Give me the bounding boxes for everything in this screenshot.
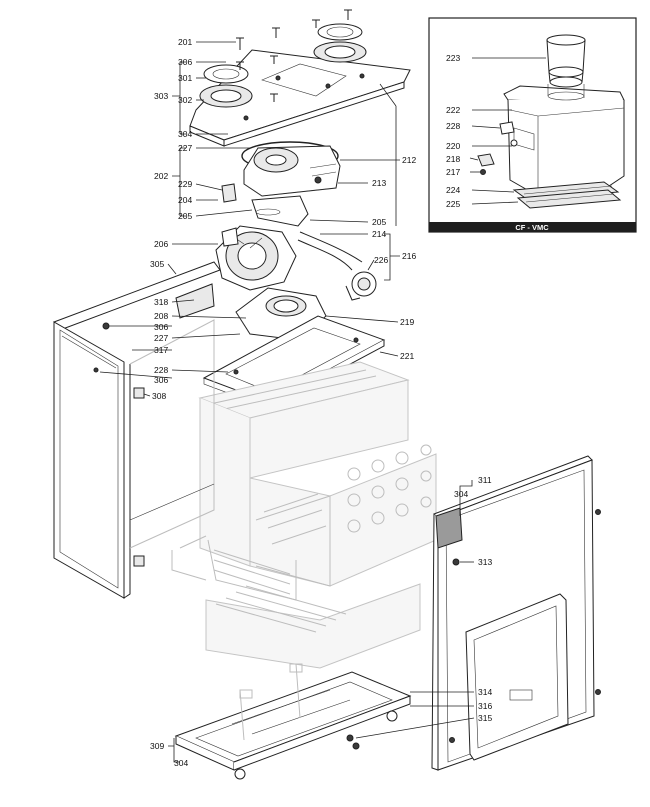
label-316: 316 — [478, 701, 492, 711]
label-206: 206 — [154, 239, 168, 249]
label-309: 309 — [150, 741, 164, 751]
label-217: 217 — [446, 167, 460, 177]
label-218: 218 — [446, 154, 460, 164]
label-304: 304 — [178, 129, 192, 139]
inset-caption-bar — [429, 222, 636, 232]
label-315: 315 — [478, 713, 492, 723]
inset-grid-224-225 — [512, 181, 622, 209]
side-panel-305 — [53, 261, 221, 599]
label-227-b: 227 — [154, 333, 168, 343]
label-304-b: 304 — [454, 489, 468, 499]
label-314: 314 — [478, 687, 492, 697]
label-311: 311 — [478, 475, 492, 485]
label-212: 212 — [402, 155, 416, 165]
flue-adapter-223 — [546, 34, 586, 88]
label-227: 227 — [178, 143, 192, 153]
label-205: 205 — [178, 211, 192, 221]
label-308: 308 — [152, 391, 166, 401]
screws-201 — [236, 9, 352, 102]
draught-hood-222 — [503, 84, 625, 197]
label-304-c: 304 — [174, 758, 188, 768]
label-313: 313 — [478, 557, 492, 567]
inset-small-parts — [477, 121, 518, 175]
label-306-c: 306 — [154, 375, 168, 385]
label-226: 226 — [374, 255, 388, 265]
label-205-b: 205 — [372, 217, 386, 227]
pressure-switch-226 — [297, 231, 377, 301]
fan-motor-206 — [215, 225, 297, 291]
label-229: 229 — [178, 179, 192, 189]
label-201: 201 — [178, 37, 192, 47]
front-panel-311 — [431, 455, 601, 771]
part-labels: 201 306 301 303 302 304 227 202 229 204 … — [150, 37, 492, 768]
label-317: 317 — [154, 345, 168, 355]
heat-exchanger-ghost — [171, 361, 437, 669]
label-306-b: 306 — [154, 322, 168, 332]
label-228-b: 228 — [446, 121, 460, 131]
flue-rings-301-302 — [199, 64, 253, 108]
label-204: 204 — [178, 195, 192, 205]
label-306: 306 — [178, 57, 192, 67]
inset-cf-vmc: CF - VMC — [428, 17, 637, 233]
label-214: 214 — [372, 229, 386, 239]
label-305: 305 — [150, 259, 164, 269]
leader-lines — [99, 41, 546, 763]
label-301: 301 — [178, 73, 192, 83]
label-208: 208 — [154, 311, 168, 321]
inset-caption: CF - VMC — [515, 223, 549, 232]
label-220: 220 — [446, 141, 460, 151]
base-tray-309 — [174, 663, 412, 780]
fan-housing-202 — [221, 141, 341, 227]
label-224: 224 — [446, 185, 460, 195]
label-302: 302 — [178, 95, 192, 105]
label-219: 219 — [400, 317, 414, 327]
label-318: 318 — [154, 297, 168, 307]
label-222: 222 — [446, 105, 460, 115]
label-202: 202 — [154, 171, 168, 181]
label-221: 221 — [400, 351, 414, 361]
flue-rings-right — [313, 23, 367, 63]
label-223: 223 — [446, 53, 460, 63]
label-216: 216 — [402, 251, 416, 261]
label-228: 228 — [154, 365, 168, 375]
label-213: 213 — [372, 178, 386, 188]
label-303: 303 — [154, 91, 168, 101]
label-225: 225 — [446, 199, 460, 209]
